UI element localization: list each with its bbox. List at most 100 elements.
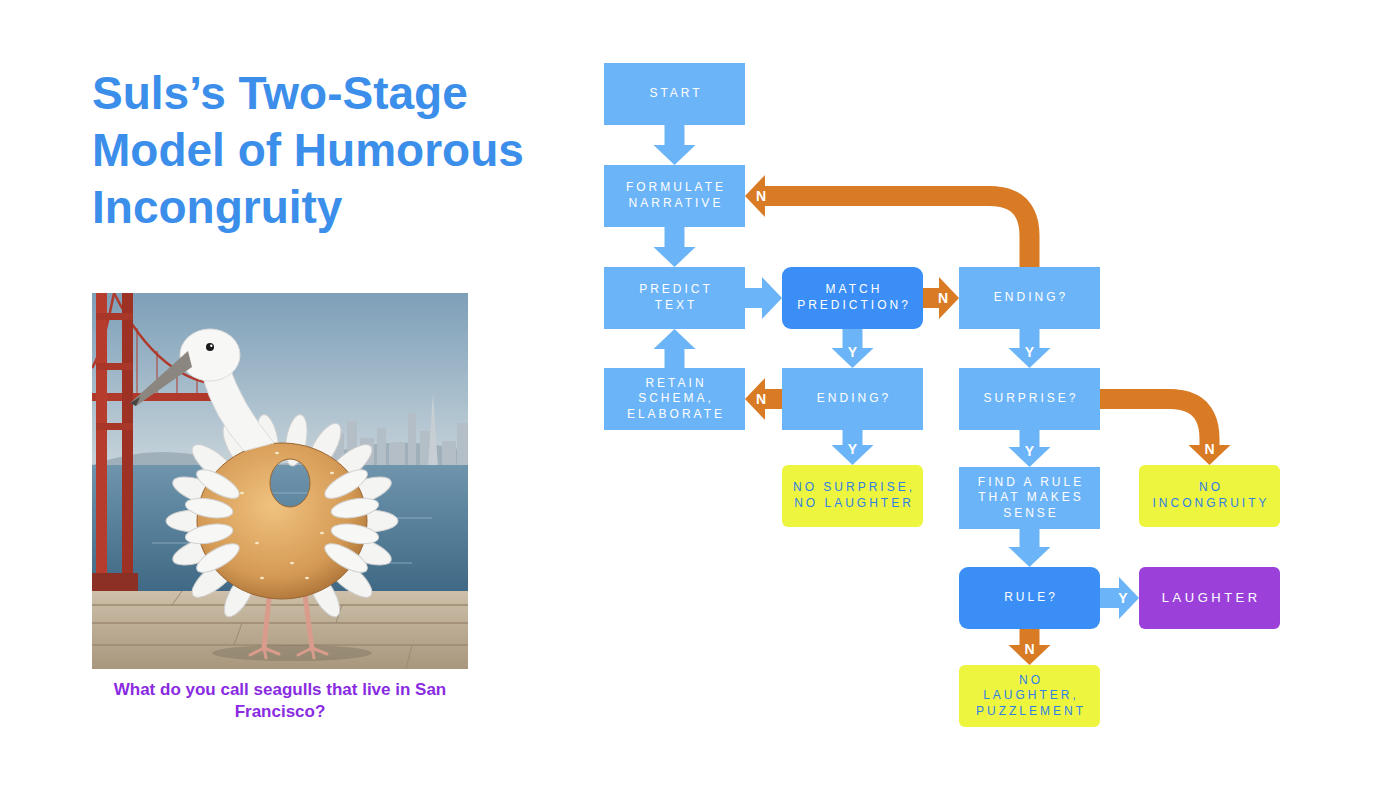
arrow-shaft — [765, 389, 782, 409]
front-feathers — [321, 538, 372, 578]
seagull-head — [130, 351, 192, 406]
branch-label: Y — [1025, 444, 1034, 458]
bagel-body — [305, 577, 309, 579]
pier — [92, 591, 468, 669]
decision-box: MATCH PREDICTION? — [782, 267, 923, 329]
branch-label: Y — [848, 345, 857, 359]
golden-gate-bridge — [122, 293, 133, 593]
arrow-shaft — [745, 288, 762, 308]
branch-label: N — [1204, 442, 1214, 456]
flow-arrow — [1100, 577, 1139, 619]
city-skyline — [442, 441, 456, 468]
process-box: RETAIN SCHEMA, ELABORATE — [604, 368, 745, 430]
arrow-head — [832, 348, 874, 368]
golden-gate-bridge — [96, 423, 133, 430]
pier — [92, 591, 468, 669]
process-box: SURPRISE? — [959, 368, 1100, 430]
outcome-box: NO SURPRISE, NO LAUGHTER — [782, 465, 923, 527]
front-feathers — [193, 464, 244, 504]
city-skyline — [389, 443, 405, 468]
branch-label: N — [1024, 642, 1034, 656]
golden-gate-bridge — [96, 313, 133, 320]
city-skyline — [428, 393, 438, 468]
bagel-body — [240, 492, 244, 494]
flow-arrow — [832, 329, 874, 368]
flow-arrow — [832, 430, 874, 465]
flow-arrow — [1009, 529, 1051, 567]
box-text: MATCH PREDICTION? — [790, 282, 915, 313]
arrow-shaft — [843, 430, 863, 445]
arrow-head — [1189, 445, 1231, 465]
arrow-shaft — [1020, 430, 1040, 447]
seagull-head — [206, 343, 214, 351]
bagel-body — [260, 577, 264, 579]
arrow-head — [939, 277, 959, 319]
box-text: RULE? — [1001, 590, 1058, 606]
bagel-body — [197, 443, 367, 599]
arrow-shaft — [665, 227, 685, 247]
box-text: NO LAUGHTER, PUZZLEMENT — [967, 673, 1092, 720]
outcome-box: NO LAUGHTER, PUZZLEMENT — [959, 665, 1100, 727]
process-box: ENDING? — [782, 368, 923, 430]
arrow-head — [832, 445, 874, 465]
arrow-shaft — [665, 349, 685, 368]
arrow-shaft — [1100, 588, 1119, 608]
flow-arrow — [1009, 629, 1051, 665]
box-text: ENDING? — [991, 290, 1068, 306]
box-text: SURPRISE? — [980, 391, 1078, 407]
flow-arrow — [1009, 430, 1051, 467]
outcome-box: NO INCONGRUITY — [1139, 465, 1280, 527]
arrow-shaft — [665, 125, 685, 145]
arrow-head — [1009, 348, 1051, 368]
flow-arrow — [745, 378, 782, 420]
arrow-head — [654, 145, 696, 165]
arrow-head — [1009, 547, 1051, 567]
legs — [304, 588, 312, 648]
back-feathers — [166, 413, 398, 621]
bagel-body — [330, 472, 334, 474]
bagel-body — [290, 562, 294, 564]
seagull-head — [130, 329, 274, 451]
branch-label: N — [938, 291, 948, 305]
bagel-body — [275, 452, 279, 454]
pier — [92, 605, 468, 645]
golden-gate-bridge — [92, 573, 138, 593]
city-skyline — [457, 423, 468, 468]
process-box: START — [604, 63, 745, 125]
bagel-body — [225, 452, 349, 579]
box-text: ENDING? — [814, 391, 891, 407]
box-text: LAUGHTER — [1158, 590, 1260, 607]
seagull-bagel-illustration — [92, 293, 468, 669]
arrow-head — [1009, 447, 1051, 467]
front-feathers — [184, 521, 234, 547]
front-feathers — [330, 495, 380, 521]
bagel-body — [320, 532, 324, 534]
seagull-head — [210, 345, 212, 347]
arrow-shaft — [1020, 329, 1040, 348]
golden-gate-bridge — [96, 293, 107, 593]
front-feathers — [184, 495, 234, 521]
arrow-shaft — [1020, 629, 1040, 645]
flow-arrow — [654, 329, 696, 368]
bagel-body — [255, 542, 259, 544]
front-feathers — [330, 521, 380, 547]
process-box: PREDICT TEXT — [604, 267, 745, 329]
process-box: FORMULATE NARRATIVE — [604, 165, 745, 227]
laughter-box: LAUGHTER — [1139, 567, 1280, 629]
branch-label: Y — [848, 442, 857, 456]
front-feathers — [184, 464, 380, 578]
arrow-head — [745, 175, 765, 217]
golden-gate-bridge — [96, 363, 133, 370]
box-text: NO SURPRISE, NO LAUGHTER — [790, 480, 915, 511]
branch-label: N — [756, 392, 766, 406]
box-text: RETAIN SCHEMA, ELABORATE — [612, 376, 737, 423]
flow-arrow — [654, 227, 696, 267]
decision-box: RULE? — [959, 567, 1100, 629]
flow-arrow — [654, 125, 696, 165]
arrow-head — [745, 378, 765, 420]
flow-arrow — [745, 277, 782, 319]
image-caption: What do you call seagulls that live in S… — [112, 679, 448, 723]
seagull-head — [130, 397, 140, 406]
pier — [172, 591, 412, 669]
